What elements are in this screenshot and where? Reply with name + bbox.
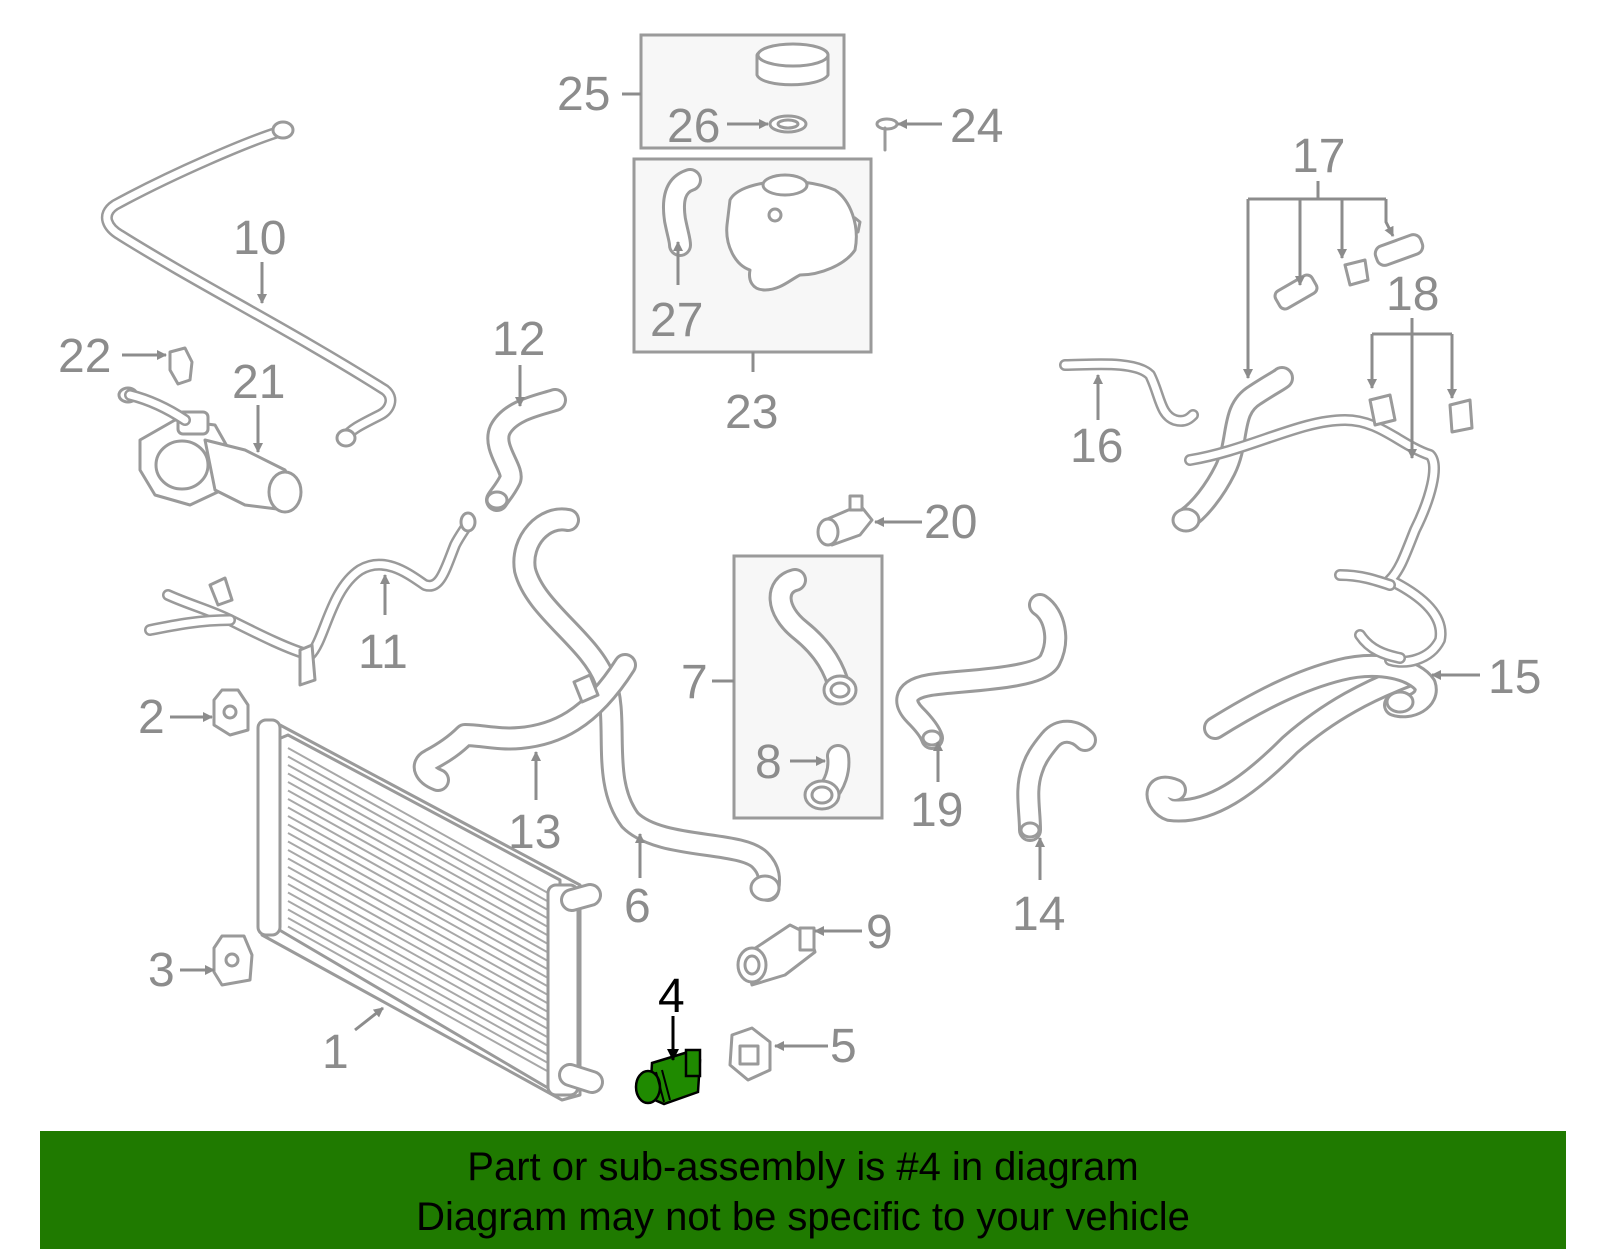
callout-18: 18: [1386, 268, 1439, 321]
reservoir-hose-27: [661, 168, 702, 257]
cap-seal-26: [768, 114, 808, 134]
coolant-hose-15: [1145, 653, 1438, 823]
coolant-pipe-13: [412, 653, 637, 792]
radiator-fin: [287, 857, 549, 1005]
radiator-fin: [287, 764, 549, 911]
callout-6: 6: [624, 880, 651, 933]
callout-22: 22: [58, 330, 111, 383]
radiator-fin: [287, 789, 549, 937]
radiator-fin: [287, 866, 549, 1013]
coolant-temperature-sensor-highlighted: [634, 1048, 702, 1106]
callout-16: 16: [1070, 420, 1123, 473]
thermostat-housing-21: [117, 386, 303, 514]
coolant-hose-8: [803, 744, 851, 811]
callout-27: 27: [650, 294, 703, 347]
radiator-fin: [287, 900, 549, 1047]
callout-15: 15: [1488, 651, 1541, 704]
callout-4-highlighted: 4: [658, 970, 685, 1023]
radiator-fin: [287, 755, 549, 903]
callout-14: 14: [1012, 888, 1065, 941]
callout-25: 25: [557, 68, 610, 121]
lower-mount-bracket: [212, 934, 254, 987]
coolant-hose-7: [768, 568, 858, 706]
bleeder-screw-22: [168, 346, 194, 386]
radiator: [256, 718, 604, 1102]
radiator-fin: [287, 849, 549, 996]
leader-lines: [122, 92, 1480, 1061]
info-banner: Part or sub-assembly is #4 in diagram Di…: [40, 1131, 1566, 1249]
reservoir-cap: [755, 42, 830, 87]
coolant-pipe-10: [100, 120, 397, 448]
coolant-hose-16: [1059, 358, 1199, 427]
callout-5: 5: [830, 1020, 857, 1073]
coolant-hose-14: [1016, 719, 1097, 842]
radiator-fin: [287, 823, 549, 971]
coolant-flange-9: [736, 923, 817, 987]
radiator-fin: [287, 772, 549, 920]
banner-line-1: Part or sub-assembly is #4 in diagram: [467, 1145, 1139, 1189]
coolant-connector-20: [816, 494, 874, 547]
callout-17: 17: [1292, 130, 1345, 183]
callout-10: 10: [233, 212, 286, 265]
radiator-fin: [287, 747, 549, 894]
banner-line-2: Diagram may not be specific to your vehi…: [416, 1195, 1190, 1239]
callout-2: 2: [138, 691, 165, 744]
callout-11: 11: [358, 626, 408, 679]
radiator-fin: [287, 908, 549, 1056]
screw-24: [875, 117, 899, 152]
radiator-fin: [287, 815, 549, 962]
radiator-fin: [287, 883, 549, 1030]
callout-24: 24: [950, 100, 1003, 153]
coolant-pipe-11: [144, 511, 477, 687]
callout-20: 20: [924, 496, 977, 549]
hose-kit-box-7: [732, 554, 884, 820]
radiator-fin: [287, 781, 549, 928]
radiator-fin: [287, 798, 549, 945]
coolant-hose-12: [485, 388, 567, 512]
radiator-fin: [287, 806, 549, 954]
sensor-connector: [728, 1026, 772, 1082]
callout-13: 13: [508, 806, 561, 859]
radiator-fin: [287, 874, 549, 1022]
heater-hose-assembly: [1171, 233, 1474, 668]
callout-12: 12: [492, 313, 545, 366]
radiator-fin: [287, 917, 549, 1064]
radiator-fin: [287, 840, 549, 988]
callout-8: 8: [755, 736, 782, 789]
radiator-fin: [287, 832, 549, 979]
callout-19: 19: [910, 784, 963, 837]
callout-23: 23: [725, 386, 778, 439]
callout-1: 1: [322, 1026, 349, 1079]
upper-radiator-hose: [512, 507, 781, 902]
callout-7: 7: [681, 656, 708, 709]
upper-mount-bracket: [212, 688, 250, 737]
callout-26: 26: [667, 100, 720, 153]
callout-3: 3: [148, 944, 175, 997]
radiator-fin: [287, 925, 549, 1073]
callout-21: 21: [232, 356, 285, 409]
callout-labels: 1 2 3 4 5 6 7 8 9 10 11 12 13 14 15 16 1…: [58, 68, 1541, 1079]
coolant-hose-19: [895, 593, 1068, 750]
coolant-reservoir: [725, 173, 862, 292]
callout-9: 9: [866, 906, 893, 959]
radiator-fin: [287, 891, 549, 1039]
